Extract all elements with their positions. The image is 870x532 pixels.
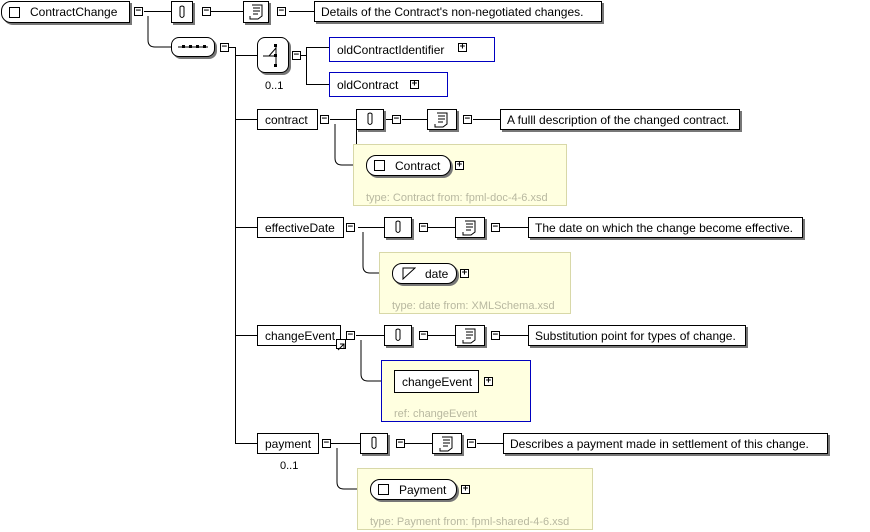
contract-annotation-icon (356, 109, 384, 130)
effective-date-element[interactable]: effectiveDate (257, 217, 344, 238)
root-element-label: ContractChange (30, 5, 118, 19)
date-type-label: date (425, 266, 449, 281)
payment-annotation-toggle[interactable]: − (396, 438, 405, 448)
choice-compositor-icon[interactable] (257, 37, 289, 73)
change-event-ref-element[interactable]: changeEvent (394, 370, 479, 393)
change-event-ref-expand-toggle[interactable]: + (484, 376, 493, 386)
payment-documentation: Describes a payment made in settlement o… (503, 433, 828, 454)
payment-label: payment (265, 436, 312, 451)
root-documentation: Details of the Contract's non-negotiated… (314, 1, 602, 22)
old-contract-expand-toggle[interactable]: + (410, 79, 419, 89)
payment-annotation-icon (360, 433, 388, 454)
payment-type-info: type: Payment from: fpml-shared-4-6.xsd (370, 516, 570, 528)
old-contract-identifier-element[interactable]: oldContractIdentifier (329, 37, 495, 62)
change-event-documentation-toggle[interactable]: − (491, 330, 500, 340)
payment-documentation-text: Describes a payment made in settlement o… (510, 436, 809, 451)
effective-date-annotation-icon (384, 217, 412, 238)
substitution-link-icon (336, 339, 346, 351)
change-event-collapse-toggle[interactable]: − (346, 330, 355, 340)
payment-type-expand-toggle[interactable]: + (461, 484, 470, 494)
change-event-documentation-text: Substitution point for types of change. (535, 328, 736, 343)
effective-date-annotation-toggle[interactable]: − (419, 222, 428, 232)
choice-collapse-toggle[interactable]: − (292, 50, 301, 60)
sequence-compositor-icon[interactable] (171, 37, 215, 57)
documentation-collapse-toggle[interactable]: − (277, 6, 286, 16)
payment-documentation-toggle[interactable]: − (467, 438, 476, 448)
root-documentation-text: Details of the Contract's non-negotiated… (321, 4, 584, 19)
contract-type-info: type: Contract from: fpml-doc-4-6.xsd (366, 192, 548, 204)
contract-collapse-toggle[interactable]: − (320, 114, 329, 124)
payment-collapse-toggle[interactable]: − (322, 438, 331, 448)
payment-type-label: Payment (399, 482, 447, 497)
contract-annotation-toggle[interactable]: − (392, 114, 401, 124)
contract-documentation-toggle[interactable]: − (463, 114, 472, 124)
change-event-ref-label: changeEvent (402, 374, 473, 389)
contract-type-expand-toggle[interactable]: + (455, 160, 464, 170)
change-event-ref-info: ref: changeEvent (394, 408, 478, 420)
contract-element[interactable]: contract (257, 109, 318, 130)
contract-documentation-text: A fulll description of the changed contr… (507, 112, 730, 127)
change-event-label: changeEvent (265, 328, 336, 343)
element-icon (378, 484, 389, 495)
old-contract-identifier-expand-toggle[interactable]: + (458, 42, 467, 52)
payment-type-element[interactable]: Payment (370, 479, 457, 500)
change-event-documentation-icon (455, 325, 485, 346)
old-contract-element[interactable]: oldContract (329, 72, 448, 97)
change-event-annotation-icon (384, 325, 412, 346)
annotation-collapse-toggle[interactable]: − (202, 6, 211, 16)
effective-date-collapse-toggle[interactable]: − (346, 222, 355, 232)
effective-date-documentation-toggle[interactable]: − (491, 222, 500, 232)
date-type-info: type: date from: XMLSchema.xsd (392, 300, 555, 312)
old-contract-identifier-label: oldContractIdentifier (337, 42, 445, 57)
effective-date-documentation: The date on which the change become effe… (528, 217, 803, 238)
change-event-annotation-toggle[interactable]: − (419, 330, 428, 340)
date-type-element[interactable]: date (392, 263, 457, 284)
effective-date-label: effectiveDate (265, 220, 335, 235)
contract-label: contract (265, 112, 308, 127)
element-icon (9, 6, 20, 18)
element-icon (374, 160, 385, 171)
change-event-element[interactable]: changeEvent (257, 325, 341, 346)
choice-occurrence: 0..1 (265, 80, 284, 92)
root-element[interactable]: ContractChange (1, 1, 130, 23)
change-event-documentation: Substitution point for types of change. (528, 325, 746, 346)
effective-date-documentation-text: The date on which the change become effe… (535, 220, 793, 235)
contract-documentation: A fulll description of the changed contr… (500, 109, 740, 130)
annotation-icon (171, 1, 193, 23)
contract-type-element[interactable]: Contract (366, 155, 451, 176)
root-collapse-toggle[interactable]: − (134, 6, 143, 16)
payment-occurrence: 0..1 (280, 460, 299, 472)
payment-documentation-icon (432, 433, 462, 454)
contract-documentation-icon (427, 109, 457, 130)
documentation-icon (243, 1, 269, 23)
payment-element[interactable]: payment (257, 433, 319, 454)
date-type-expand-toggle[interactable]: + (460, 268, 469, 278)
sequence-collapse-toggle[interactable]: − (220, 42, 229, 52)
effective-date-documentation-icon (455, 217, 485, 238)
contract-type-label: Contract (395, 158, 441, 173)
old-contract-label: oldContract (337, 77, 399, 92)
simple-type-icon (402, 267, 416, 280)
